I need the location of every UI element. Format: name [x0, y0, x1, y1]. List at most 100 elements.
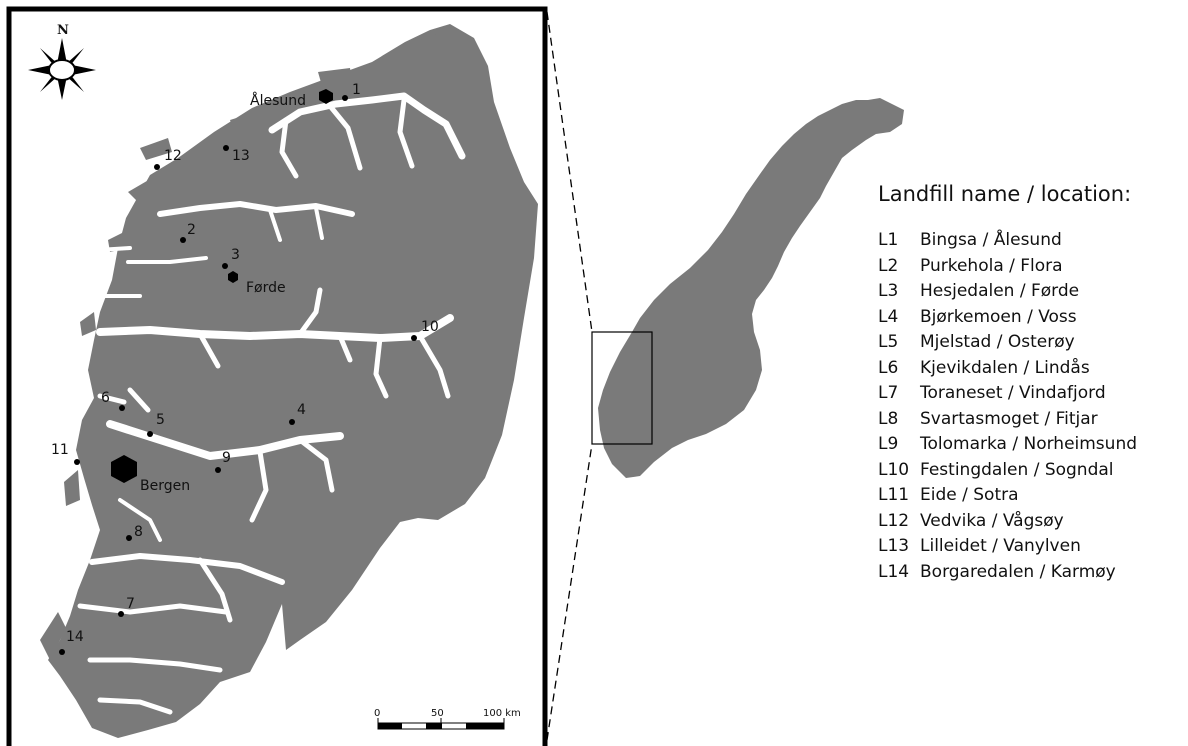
site-11-dot — [74, 459, 80, 465]
legend-item: L12 Vedvika / Vågsøy — [878, 509, 1178, 535]
site-10-label: 10 — [421, 319, 439, 335]
legend-item: L4 Bjørkemoen / Voss — [878, 305, 1178, 331]
legend-title: Landfill name / location: — [878, 182, 1132, 206]
site-2-label: 2 — [187, 222, 196, 238]
legend-item-name: Tolomarka / Norheimsund — [920, 434, 1138, 454]
island — [64, 470, 80, 506]
legend-item-name: Festingdalen / Sogndal — [920, 459, 1114, 480]
legend-item-name: Vedvika / Vågsøy — [920, 510, 1064, 531]
legend-item: L10 Festingdalen / Sogndal — [878, 458, 1178, 484]
legend-item-code: L9 — [878, 434, 899, 454]
site-2-dot — [180, 237, 186, 243]
island — [80, 312, 96, 336]
legend-item-code: L14 — [878, 561, 910, 582]
bergen-label: Bergen — [140, 478, 190, 494]
site-12-dot — [154, 164, 160, 170]
island — [230, 112, 258, 132]
legend-item: L8 Svartasmoget / Fitjar — [878, 407, 1178, 433]
legend-item: L11 Eide / Sotra — [878, 483, 1178, 509]
inset-frame — [6, 6, 548, 746]
site-4-dot — [289, 419, 295, 425]
connector-line-bottom — [546, 443, 593, 741]
island — [318, 68, 352, 86]
site-1-dot — [342, 95, 348, 101]
legend-item-name: Bingsa / Ålesund — [920, 230, 1062, 250]
legend-item-code: L8 — [878, 408, 899, 429]
site-3-label: 3 — [231, 247, 240, 263]
legend-item-name: Toraneset / Vindafjord — [920, 383, 1106, 403]
bergen-city-marker — [111, 455, 137, 483]
western-norway-landmass — [48, 24, 538, 738]
legend-item-code: L6 — [878, 357, 899, 378]
legend-item-name: Lilleidet / Vanylven — [920, 536, 1081, 556]
island — [140, 138, 172, 160]
legend-item-name: Kjevikdalen / Lindås — [920, 357, 1090, 378]
legend-item-name: Borgaredalen / Karmøy — [920, 561, 1116, 582]
inset-location-box — [591, 331, 653, 445]
legend-item-code: L5 — [878, 332, 899, 352]
alesund-label: Ålesund — [250, 92, 306, 109]
alesund-city-marker — [319, 89, 333, 104]
legend-item: L5 Mjelstad / Osterøy — [878, 330, 1178, 356]
legend-item-code: L10 — [878, 459, 910, 480]
site-9-dot — [215, 467, 221, 473]
site-13-label: 13 — [232, 148, 250, 164]
site-9-label: 9 — [222, 450, 231, 466]
legend-item-code: L13 — [878, 536, 910, 556]
site-14-label: 14 — [66, 629, 84, 645]
site-7-dot — [118, 611, 124, 617]
legend-item: L14 Borgaredalen / Karmøy — [878, 560, 1178, 586]
legend-item-code: L3 — [878, 281, 899, 301]
site-7-label: 7 — [126, 596, 135, 612]
site-6-dot — [119, 405, 125, 411]
scale-label-50: 50 — [431, 708, 444, 719]
legend-item-name: Mjelstad / Osterøy — [920, 332, 1075, 352]
site-8-label: 8 — [134, 524, 143, 540]
legend-item: L1 Bingsa / Ålesund — [878, 228, 1178, 254]
site-12-label: 12 — [164, 148, 182, 164]
site-3-dot — [222, 263, 228, 269]
island — [40, 612, 66, 660]
site-13-dot — [223, 145, 229, 151]
site-5-dot — [147, 431, 153, 437]
site-1-label: 1 — [352, 82, 361, 98]
site-14-dot — [59, 649, 65, 655]
compass-north-letter: N — [57, 23, 69, 38]
legend-item-name: Svartasmoget / Fitjar — [920, 408, 1098, 429]
legend-item-name: Bjørkemoen / Voss — [920, 306, 1077, 327]
legend-item: L7 Toraneset / Vindafjord — [878, 381, 1178, 407]
fjords — [77, 92, 466, 715]
legend-item-name: Hesjedalen / Førde — [920, 281, 1080, 301]
island — [128, 178, 160, 204]
inset-map: Ålesund Førde Bergen 1 2 3 4 5 6 7 8 9 1… — [6, 6, 548, 746]
scale-bar: 0 50 100 km — [374, 708, 521, 730]
scale-label-0: 0 — [374, 708, 380, 719]
site-5-label: 5 — [156, 412, 165, 428]
connector-line-top — [546, 11, 593, 333]
landfill-sites: 1 2 3 4 5 6 7 8 9 10 11 12 13 1 — [51, 82, 439, 655]
site-4-label: 4 — [297, 402, 306, 418]
site-6-label: 6 — [101, 390, 110, 406]
legend-item-name: Eide / Sotra — [920, 485, 1019, 505]
compass-rose-icon: N — [28, 23, 96, 100]
landfill-legend: Landfill name / location: L1 Bingsa / Åle… — [878, 182, 1178, 585]
site-8-dot — [126, 535, 132, 541]
legend-item-code: L12 — [878, 510, 910, 531]
forde-city-marker — [228, 271, 238, 283]
legend-item: L6 Kjevikdalen / Lindås — [878, 356, 1178, 382]
norway-overview-map — [598, 98, 904, 478]
legend-item-code: L4 — [878, 306, 899, 327]
legend-item-code: L11 — [878, 485, 910, 505]
island — [420, 30, 456, 54]
legend-item: L13 Lilleidet / Vanylven — [878, 534, 1178, 560]
site-11-label: 11 — [51, 442, 69, 458]
legend-item: L3 Hesjedalen / Førde — [878, 279, 1178, 305]
legend-item-name: Purkehola / Flora — [920, 255, 1063, 276]
scale-label-100: 100 km — [483, 708, 521, 719]
legend-item: L9 Tolomarka / Norheimsund — [878, 432, 1178, 458]
legend-item-code: L7 — [878, 383, 899, 403]
legend-item-code: L1 — [878, 230, 899, 250]
forde-label: Førde — [246, 280, 286, 296]
